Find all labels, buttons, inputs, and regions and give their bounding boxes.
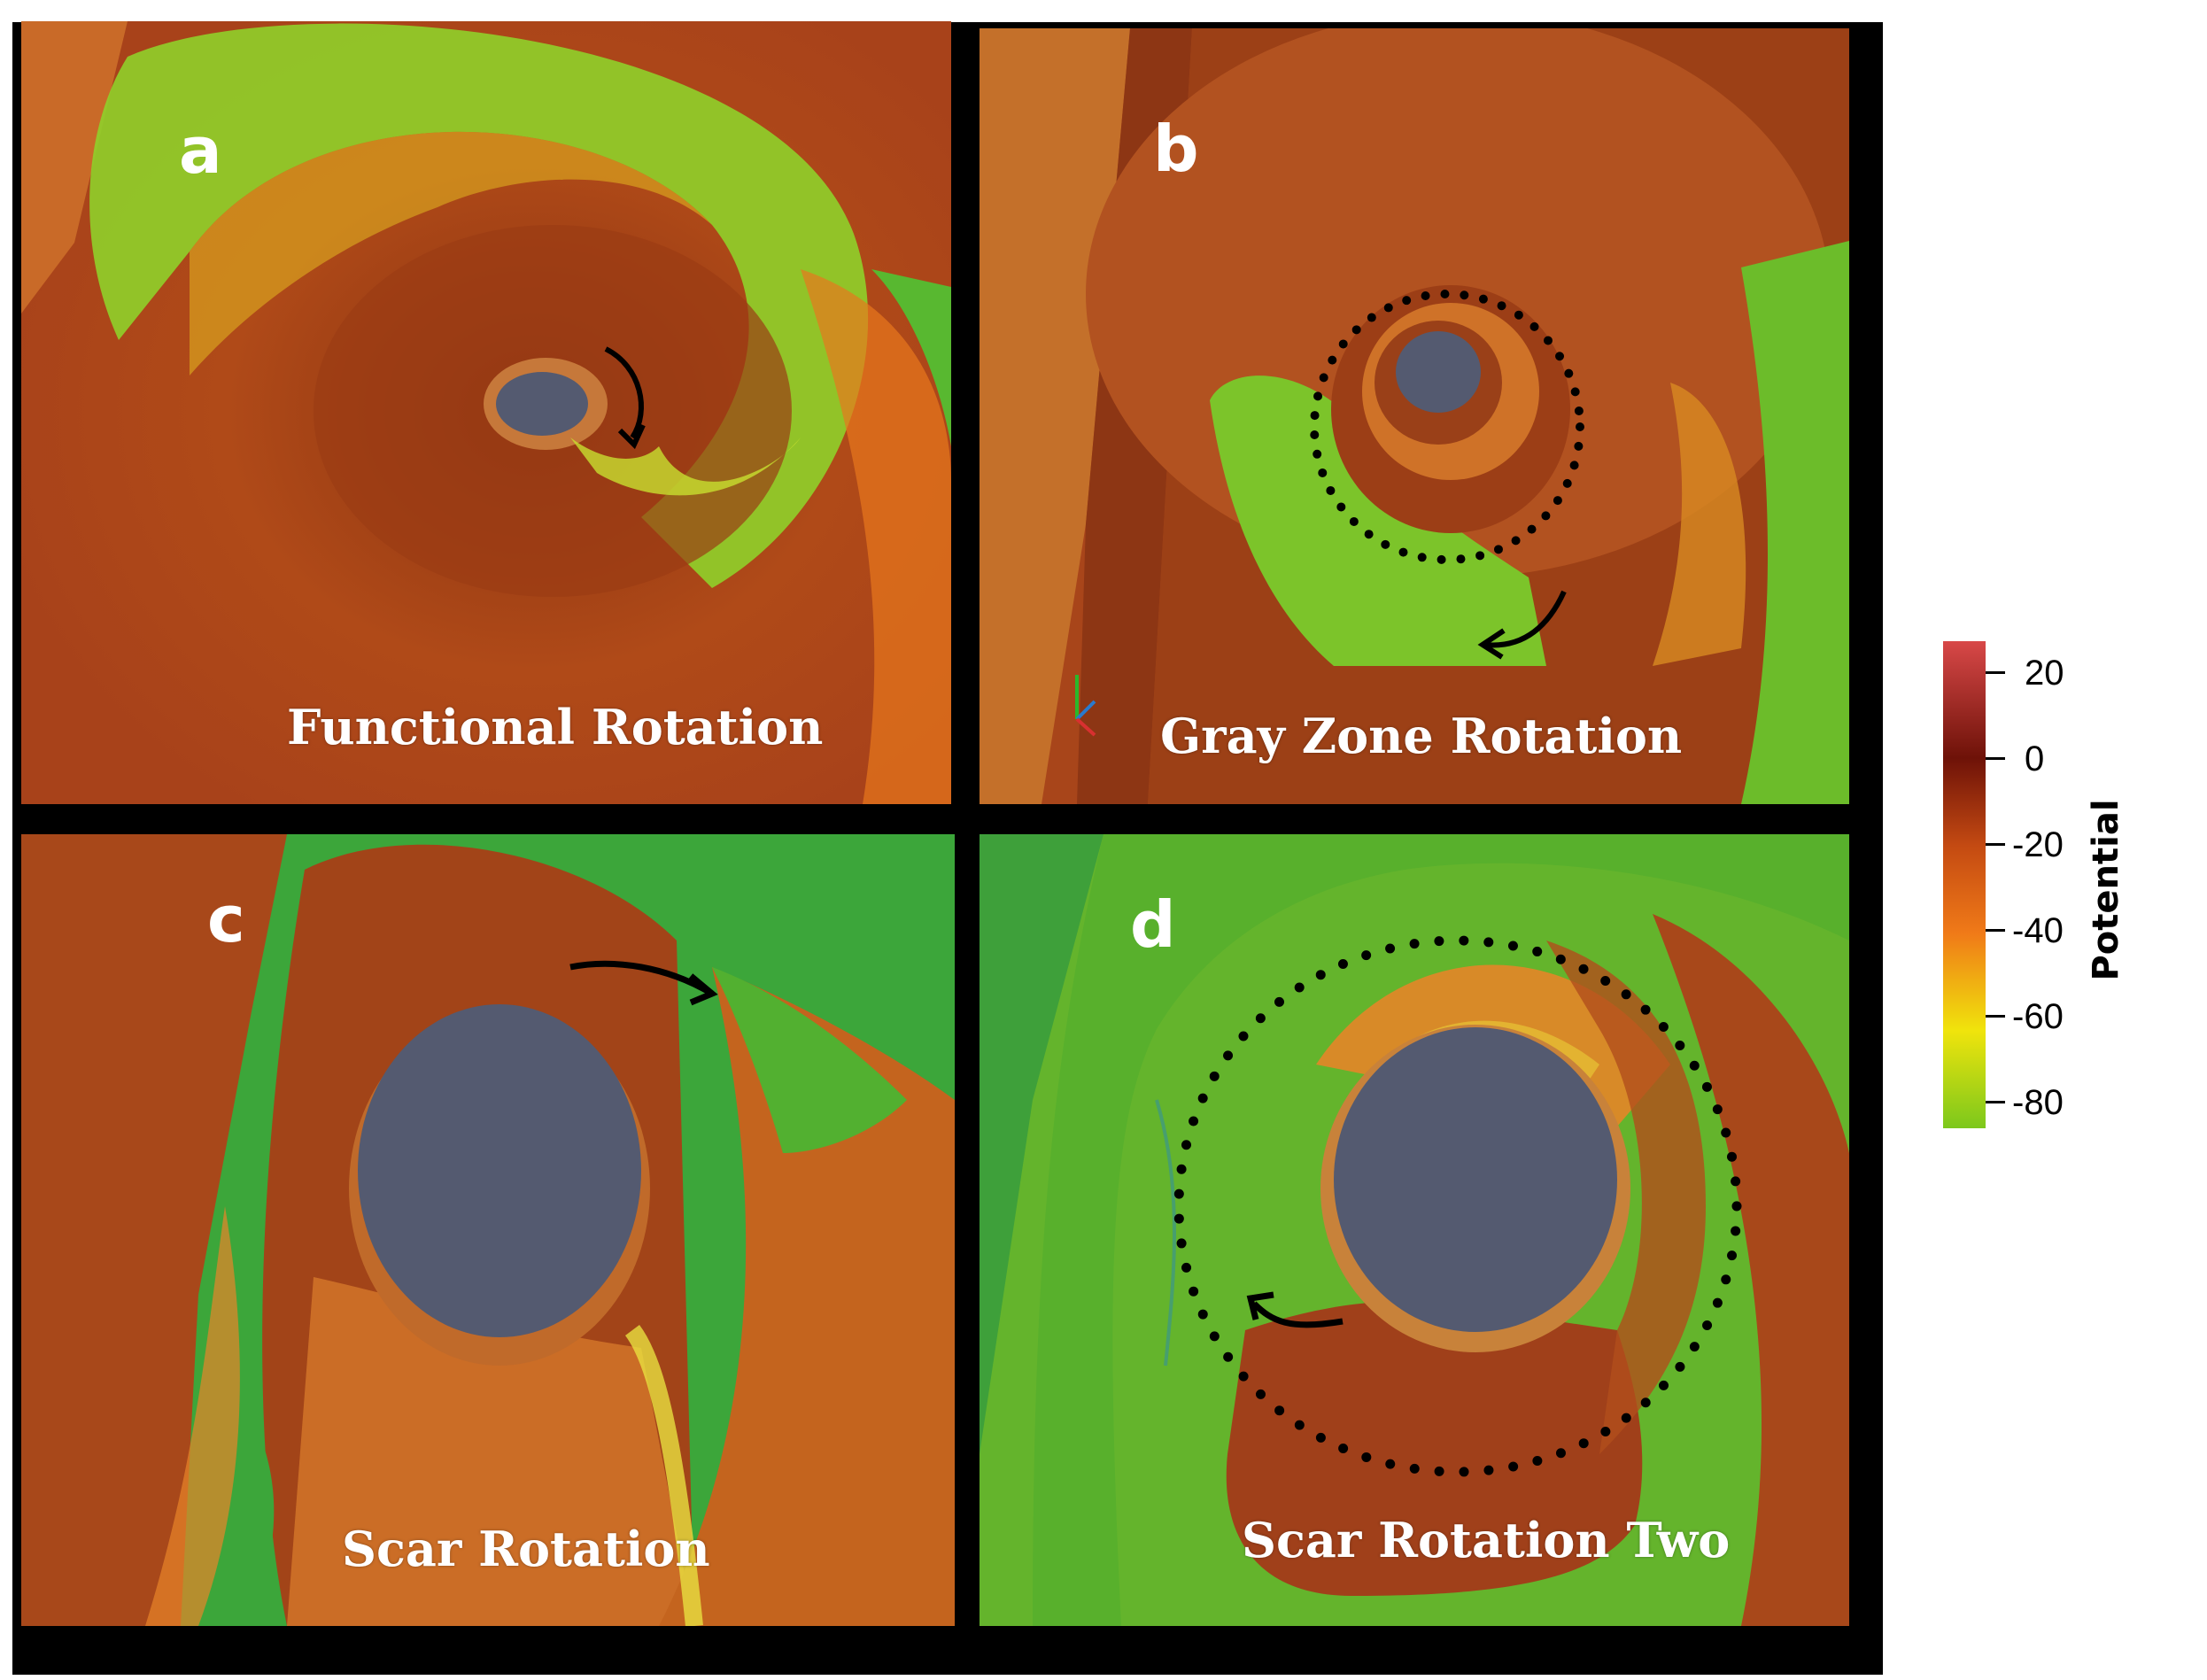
colorbar-tick-label: -80 [2012, 1083, 2064, 1122]
panel-d-render [980, 834, 1849, 1626]
panel-c-caption: Scar Rotation [342, 1521, 710, 1577]
colorbar-tick-label: 0 [2025, 739, 2045, 778]
colorbar-tick [1986, 843, 2005, 846]
colorbar-tick [1986, 757, 2005, 760]
panel-a-render [21, 21, 951, 804]
potential-colorbar [1943, 641, 1986, 1128]
panel-d: d Scar Rotation Two [980, 834, 1849, 1626]
panel-b: b Gray Zone Rotation [980, 28, 1849, 804]
colorbar-tick-label: 20 [2025, 654, 2064, 693]
panel-c-letter: c [207, 882, 245, 956]
colorbar-tick-label: -40 [2012, 911, 2064, 950]
panel-a-caption: Functional Rotation [287, 699, 824, 755]
colorbar-tick [1986, 1101, 2005, 1103]
colorbar-title: Potential [2086, 799, 2126, 981]
panel-d-letter: d [1130, 887, 1176, 962]
panel-c: c Scar Rotation [21, 834, 955, 1626]
panel-a-letter: a [179, 113, 222, 188]
panel-d-caption: Scar Rotation Two [1242, 1512, 1731, 1568]
panel-b-letter: b [1153, 112, 1199, 186]
colorbar-tick [1986, 671, 2005, 674]
panel-b-caption: Gray Zone Rotation [1160, 708, 1683, 764]
colorbar-tick-label: -60 [2012, 997, 2064, 1036]
panel-a: a Functional Rotation [21, 21, 951, 804]
colorbar-tick [1986, 1015, 2005, 1018]
colorbar-tick-label: -20 [2012, 825, 2064, 864]
colorbar-tick [1986, 929, 2005, 932]
panel-b-render [980, 28, 1849, 804]
panel-c-render [21, 834, 955, 1626]
